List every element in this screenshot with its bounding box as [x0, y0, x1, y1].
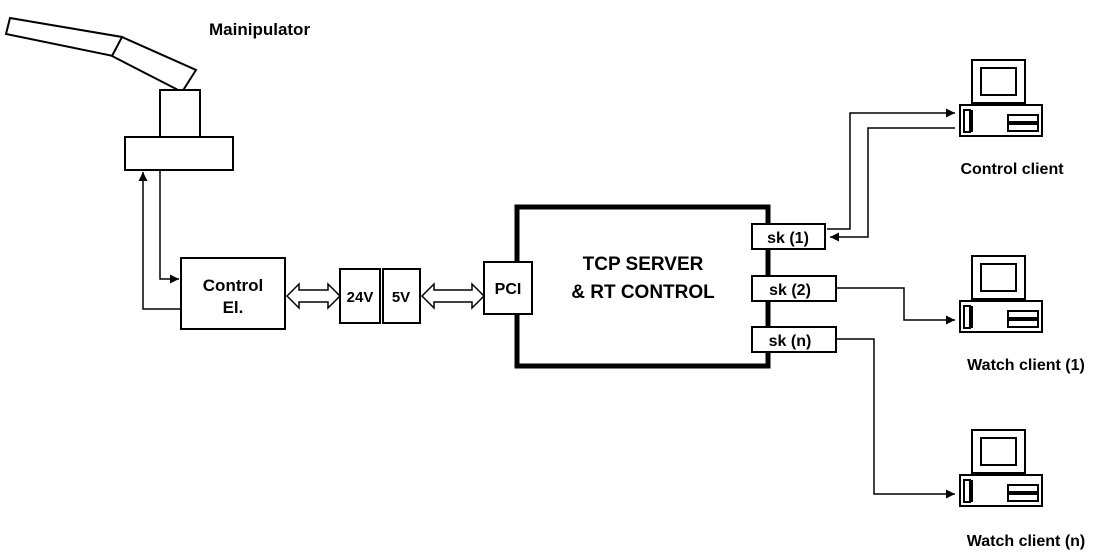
connection-control-client: [827, 113, 955, 237]
manipulator-loop: [143, 170, 181, 309]
pci-label-front: PCI: [495, 281, 522, 298]
socket-2-label: sk (2): [769, 282, 811, 299]
manipulator-label: Mainipulator: [209, 20, 310, 39]
watch-client-n-label: Watch client (n): [967, 533, 1086, 550]
double-arrow-control-24v: [287, 284, 340, 308]
tcp-server-label-line1: TCP SERVER: [583, 254, 704, 275]
computer-icon: [960, 430, 1042, 506]
computer-icon: [960, 60, 1042, 136]
tcp-server-label-line2: & RT CONTROL: [571, 282, 715, 303]
24v-label: 24V: [347, 289, 374, 306]
control-client-label: Control client: [960, 161, 1064, 178]
socket-1-label: sk (1): [767, 230, 809, 247]
watch-client-1-label: Watch client (1): [967, 357, 1085, 374]
computer-icon: [960, 256, 1042, 332]
connection-watch-client-n: [836, 339, 955, 494]
connection-watch-client-1: [836, 288, 955, 320]
manipulator-arm: [6, 18, 233, 170]
socket-n-label: sk (n): [769, 333, 812, 350]
double-arrow-5v-pci: [422, 284, 484, 308]
control-el-label-line2: El.: [223, 298, 244, 317]
control-el-label-line1: Control: [203, 276, 263, 295]
5v-label: 5V: [392, 289, 410, 306]
